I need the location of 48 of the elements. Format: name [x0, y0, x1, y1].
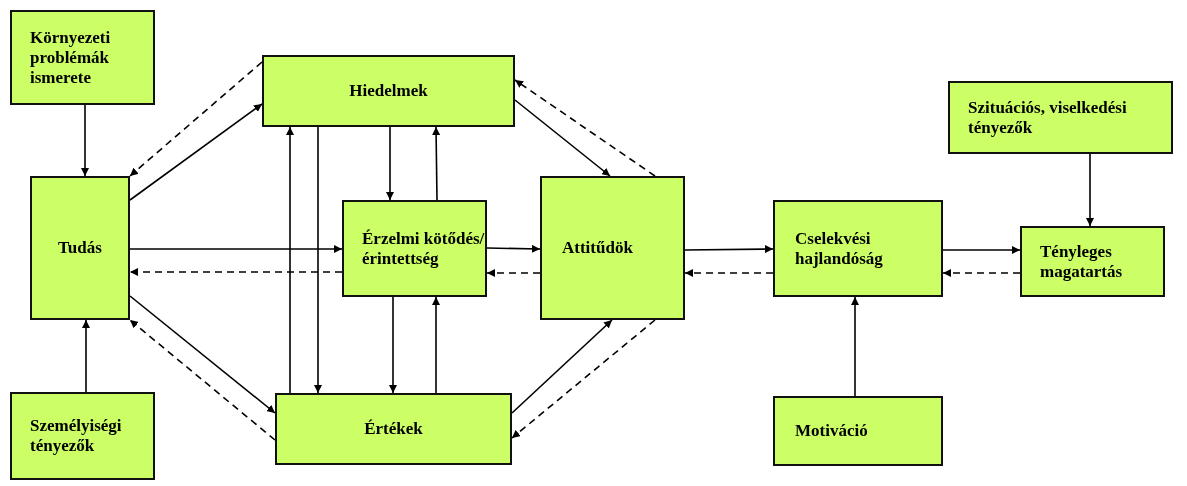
dashed-arrow [129, 268, 343, 276]
dashed-arrow [942, 269, 1021, 277]
dashed-arrow [684, 269, 774, 277]
node-label: Attitűdök [562, 238, 633, 258]
arrow [432, 296, 440, 394]
process-box [262, 55, 515, 127]
node-label: Tudás [58, 238, 102, 258]
node-label: Szituációs, viselkedési tényezők [968, 97, 1128, 138]
node-label: Érzelmi kötődés/ érintettség [362, 228, 485, 269]
process-box [342, 200, 487, 297]
arrow [129, 103, 263, 201]
process-box [540, 176, 685, 320]
arrow [684, 245, 774, 254]
process-box [10, 10, 155, 105]
dashed-arrow [511, 319, 656, 439]
node-label: Cselekvési hajlandóság [795, 228, 884, 269]
arrow [514, 99, 611, 177]
arrow [81, 104, 89, 177]
arrow [851, 296, 859, 397]
process-box [773, 396, 943, 466]
arrow [129, 245, 343, 253]
node-label: Tényleges magatartás [1040, 241, 1124, 282]
process-box [773, 200, 943, 297]
arrow [1086, 153, 1094, 227]
arrow [389, 296, 397, 394]
dashed-arrow [486, 269, 541, 277]
dashed-arrow [129, 319, 276, 441]
node-label: Motiváció [795, 421, 868, 441]
arrow [486, 244, 541, 253]
process-box [275, 393, 512, 465]
node-label: Környezeti problémák ismerete [30, 27, 112, 88]
node-label: Hiedelmek [349, 81, 428, 101]
process-box [30, 176, 130, 320]
process-box [10, 392, 155, 480]
arrow [129, 295, 276, 414]
process-box [948, 81, 1173, 154]
dashed-arrow [129, 61, 263, 177]
arrow [314, 126, 322, 394]
arrow [286, 126, 294, 394]
arrow [82, 319, 90, 393]
arrow [386, 126, 394, 201]
process-box [1020, 226, 1165, 297]
arrow [942, 246, 1021, 254]
node-label: Személyiségi tényezők [30, 416, 123, 456]
dashed-arrow [514, 79, 656, 177]
arrow [432, 126, 441, 201]
arrow [511, 319, 613, 414]
node-label: Értékek [364, 419, 423, 439]
